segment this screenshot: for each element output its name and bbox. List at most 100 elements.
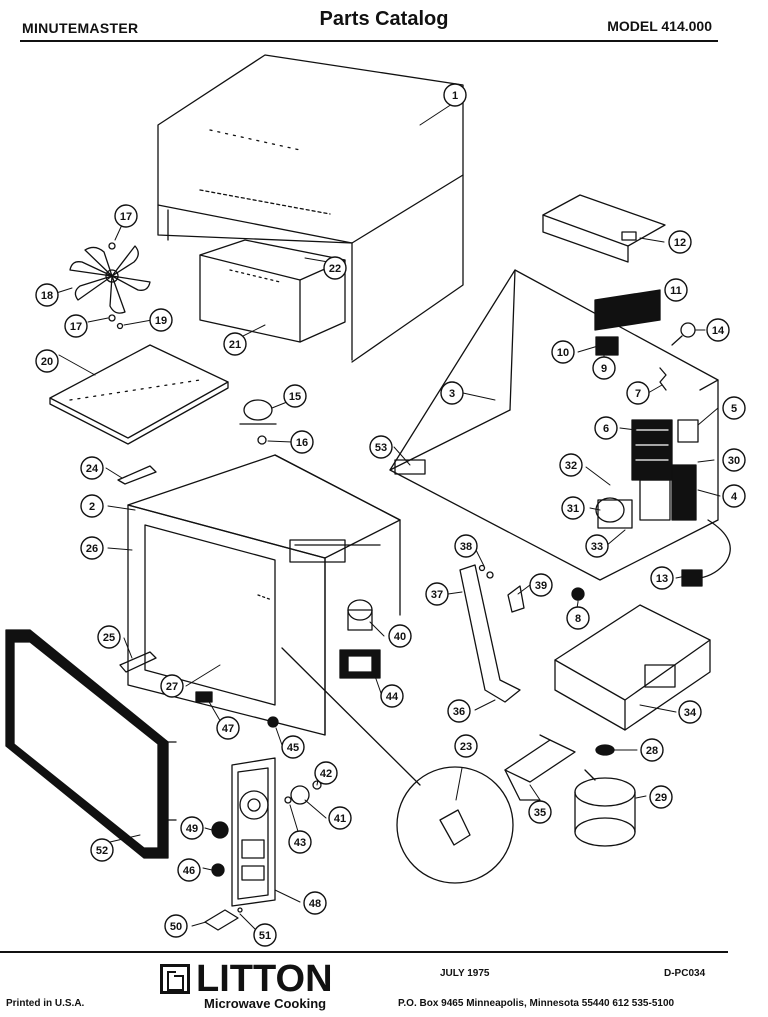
callout-c53: 53	[369, 435, 393, 459]
callout-c26: 26	[80, 536, 104, 560]
part-transformer	[631, 419, 699, 521]
callout-number: 16	[296, 437, 308, 449]
callout-number: 23	[460, 741, 472, 753]
callout-c47: 47	[216, 716, 240, 740]
callout-c17b: 17	[64, 314, 88, 338]
part-door	[5, 629, 177, 859]
part-foot	[571, 587, 585, 601]
printed-note: Printed in U.S.A.	[6, 998, 85, 1009]
page-title: Parts Catalog	[319, 8, 449, 30]
callout-number: 40	[394, 631, 406, 643]
part-interlock-switch	[339, 599, 381, 679]
callout-c18: 18	[35, 283, 59, 307]
callout-c12: 12	[668, 230, 692, 254]
callout-number: 42	[320, 768, 332, 780]
part-latch	[195, 691, 213, 703]
part-outer-cabinet	[157, 54, 464, 363]
part-fuse-holder	[595, 336, 619, 356]
callout-c41: 41	[328, 806, 352, 830]
callout-c50: 50	[164, 914, 188, 938]
callout-number: 52	[96, 845, 108, 857]
part-label-plate	[594, 289, 661, 331]
callout-number: 51	[259, 930, 271, 942]
part-stirrer-motor	[574, 769, 636, 847]
model-number: MODEL 414.000	[607, 18, 712, 34]
callout-number: 44	[386, 691, 399, 703]
part-rear-panel	[389, 269, 719, 581]
callout-c20: 20	[35, 349, 59, 373]
callout-c45: 45	[281, 735, 305, 759]
callout-c2: 2	[80, 494, 104, 518]
callout-c51: 51	[253, 923, 277, 947]
callout-c32: 32	[559, 453, 583, 477]
callout-number: 26	[86, 543, 98, 555]
callout-number: 37	[431, 589, 443, 601]
callout-number: 12	[674, 237, 686, 249]
callout-c14: 14	[706, 318, 730, 342]
part-blower-housing	[199, 239, 346, 343]
callout-number: 15	[289, 391, 301, 403]
header-rule	[20, 40, 718, 42]
callout-number: 13	[656, 573, 668, 585]
part-hinge-upper	[117, 465, 157, 485]
callout-c35: 35	[528, 800, 552, 824]
callout-c49: 49	[180, 816, 204, 840]
callout-c5: 5	[722, 396, 746, 420]
callout-number: 27	[166, 681, 178, 693]
callout-c25: 25	[97, 625, 121, 649]
callout-number: 11	[670, 285, 682, 297]
callout-number: 31	[567, 503, 579, 515]
part-hinge-lower	[119, 651, 157, 673]
callout-number: 32	[565, 460, 577, 472]
callout-number: 53	[375, 442, 387, 454]
callout-number: 9	[601, 363, 607, 375]
callout-number: 21	[229, 339, 241, 351]
callout-number: 5	[731, 403, 737, 415]
callout-number: 17	[120, 211, 132, 223]
part-thermostat	[239, 399, 277, 445]
document-code: D-PC034	[664, 968, 706, 979]
callout-number: 3	[449, 388, 455, 400]
litton-logo-icon	[160, 964, 190, 994]
callout-number: 36	[453, 706, 465, 718]
callout-number: 1	[452, 90, 458, 102]
callout-number: 18	[41, 290, 53, 302]
callout-c9: 9	[592, 356, 616, 380]
callout-c37: 37	[425, 582, 449, 606]
callout-number: 48	[309, 898, 321, 910]
callout-number: 17	[70, 321, 82, 333]
callout-number: 22	[329, 263, 341, 275]
part-magnetron	[554, 604, 711, 731]
callout-c44: 44	[380, 684, 404, 708]
callout-c36: 36	[447, 699, 471, 723]
part-screw	[267, 716, 279, 728]
callout-number: 41	[334, 813, 346, 825]
callout-c39: 39	[529, 573, 553, 597]
part-knob-bracket	[204, 907, 243, 931]
part-thermal-switch	[671, 322, 696, 346]
callout-c15: 15	[283, 384, 307, 408]
callout-c13: 13	[650, 566, 674, 590]
callout-number: 43	[294, 837, 306, 849]
catalog-date: JULY 1975	[440, 968, 490, 979]
callout-number: 49	[186, 823, 198, 835]
callout-c31: 31	[561, 496, 585, 520]
callout-number: 7	[635, 388, 641, 400]
callout-number: 34	[684, 707, 697, 719]
callout-number: 24	[86, 463, 99, 475]
callout-c21: 21	[223, 332, 247, 356]
callout-c33: 33	[585, 534, 609, 558]
part-oven-cavity	[127, 454, 401, 736]
part-stirrer-bracket	[459, 564, 525, 703]
callout-number: 2	[89, 501, 95, 513]
callout-number: 20	[41, 356, 53, 368]
callout-number: 6	[603, 423, 609, 435]
callout-c19: 19	[149, 308, 173, 332]
part-top-bracket	[542, 194, 666, 263]
footer-rule	[0, 951, 728, 953]
part-knob-assembly	[284, 780, 322, 805]
callout-c16: 16	[290, 430, 314, 454]
callout-number: 47	[222, 723, 234, 735]
part-small-bracket	[659, 367, 667, 391]
